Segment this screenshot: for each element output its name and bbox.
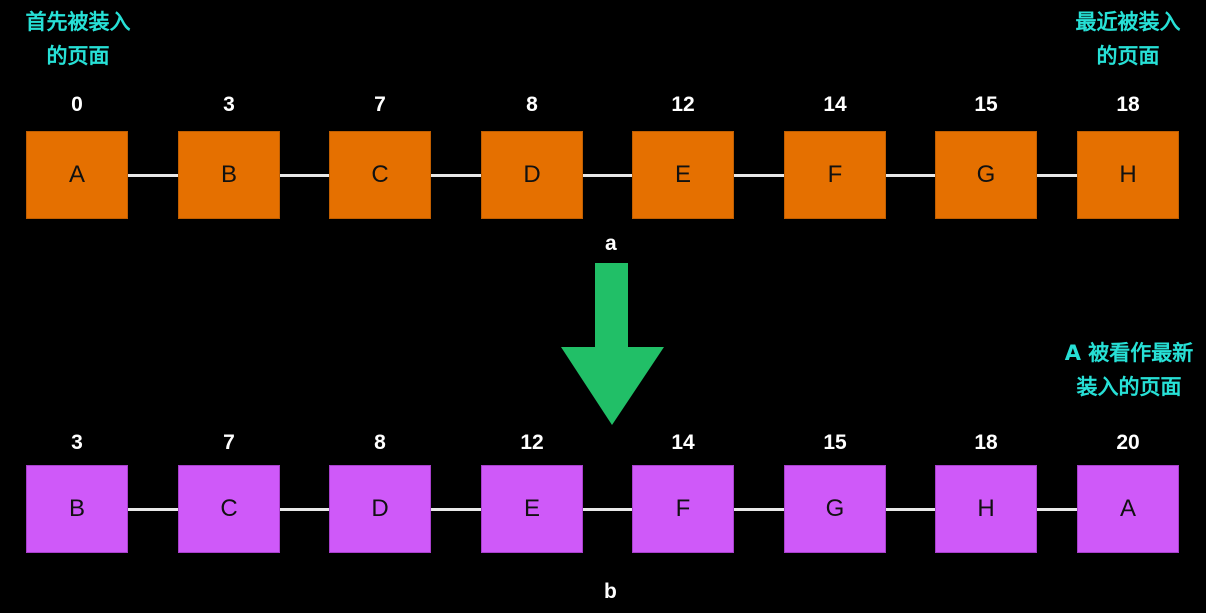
page-box: F — [784, 131, 886, 219]
link-line — [734, 174, 784, 177]
page-box: B — [178, 131, 280, 219]
arrow-shape — [561, 263, 664, 425]
link-line — [1037, 174, 1077, 177]
page-box: C — [329, 131, 431, 219]
page-box: F — [632, 465, 734, 553]
link-line — [886, 508, 935, 511]
timestamp-label: 20 — [1116, 431, 1140, 454]
note-line: 的页面 — [46, 44, 110, 68]
note-line: A 被看作最新 — [1064, 341, 1194, 365]
timestamp-label: 14 — [671, 431, 695, 454]
page-box: G — [935, 131, 1037, 219]
timestamp-label: 0 — [71, 93, 83, 116]
timestamp-label: 14 — [823, 93, 847, 116]
link-line — [1037, 508, 1077, 511]
link-line — [280, 174, 329, 177]
note-line: 首先被装入 — [25, 10, 131, 34]
link-line — [734, 508, 784, 511]
page-box: H — [935, 465, 1037, 553]
timestamp-label: 3 — [223, 93, 235, 116]
label-a: a — [605, 232, 617, 255]
note-last-loaded: 最近被装入 的页面 — [1058, 5, 1198, 73]
note-line: 最近被装入 — [1075, 10, 1181, 34]
timestamp-label: 3 — [71, 431, 83, 454]
note-line: 的页面 — [1096, 44, 1160, 68]
timestamp-label: 18 — [1116, 93, 1140, 116]
page-box: D — [329, 465, 431, 553]
page-box: G — [784, 465, 886, 553]
page-box: E — [481, 465, 583, 553]
timestamp-label: 8 — [374, 431, 386, 454]
page-box: H — [1077, 131, 1179, 219]
note-first-loaded: 首先被装入 的页面 — [8, 5, 148, 73]
timestamp-label: 7 — [223, 431, 235, 454]
link-line — [128, 174, 178, 177]
timestamp-label: 15 — [974, 93, 998, 116]
page-box: A — [1077, 465, 1179, 553]
link-line — [886, 174, 935, 177]
link-line — [280, 508, 329, 511]
timestamp-label: 18 — [974, 431, 998, 454]
label-b: b — [604, 580, 617, 603]
page-box: E — [632, 131, 734, 219]
page-box: C — [178, 465, 280, 553]
page-box: A — [26, 131, 128, 219]
timestamp-label: 12 — [520, 431, 544, 454]
page-box: B — [26, 465, 128, 553]
timestamp-label: 12 — [671, 93, 695, 116]
link-line — [128, 508, 178, 511]
link-line — [431, 508, 481, 511]
link-line — [431, 174, 481, 177]
timestamp-label: 15 — [823, 431, 847, 454]
link-line — [583, 508, 632, 511]
page-box: D — [481, 131, 583, 219]
note-line: 装入的页面 — [1076, 375, 1182, 399]
link-line — [583, 174, 632, 177]
timestamp-label: 8 — [526, 93, 538, 116]
note-a-newest: A 被看作最新 装入的页面 — [1048, 336, 1206, 404]
timestamp-label: 7 — [374, 93, 386, 116]
